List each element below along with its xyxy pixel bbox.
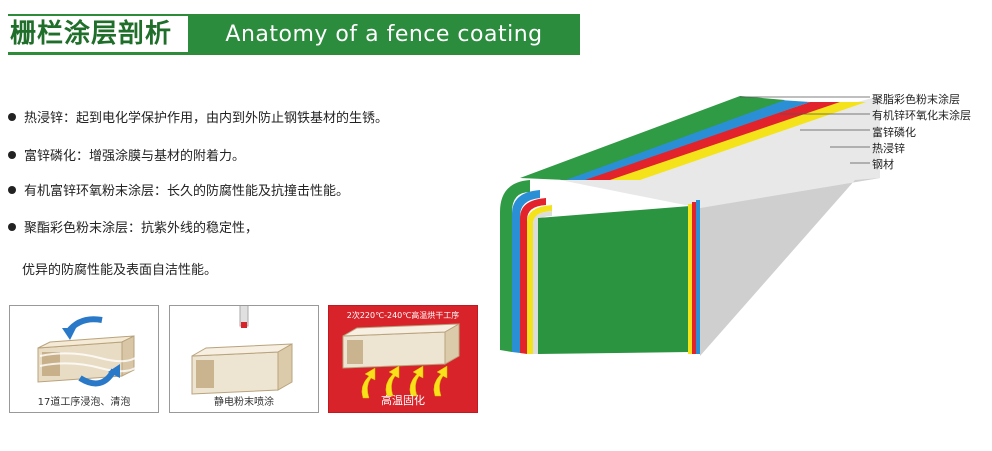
bullet-dot-icon [8,113,16,121]
bullet-zinc-phosphate: 富锌磷化：增强涂膜与基材的附着力。 [8,148,245,166]
page-title-english: Anatomy of a fence coating [225,21,543,47]
steel-edge [533,211,552,354]
header-top-rule [8,14,580,16]
panel-caption: 高温固化 [381,394,425,407]
steel-front-face [700,178,880,356]
inner-phosphate-stripe [692,202,696,354]
inner-green-face [538,206,690,354]
phosphate-band [580,102,840,180]
spraying-illustration [191,306,293,395]
page-title-chinese: 栅栏涂层剖析 [10,19,173,49]
process-panel-curing: 2次220℃-240℃高温烘干工序 高温固化 [328,305,478,413]
bullet-continuation: 优异的防腐性能及表面自洁性能。 [22,263,218,278]
polyester-edge [500,180,530,352]
page-title-banner: Anatomy of a fence coating [188,16,580,52]
panel-caption: 17道工序浸泡、清泡 [37,397,131,408]
layer-label-phosphate: 富锌磷化 [872,126,916,139]
phosphate-edge [520,198,546,354]
bullet-dot-icon [8,151,16,159]
polyester-band [520,96,785,180]
epoxy-edge [512,190,540,353]
process-panel-spraying: 静电粉末喷涂 [169,305,319,413]
epoxy-band [560,100,810,180]
bullet-dot-icon [8,223,16,231]
bullet-polyester-coating: 聚酯彩色粉末涂层：抗紫外线的稳定性， [8,220,258,238]
galvanized-band [600,102,866,180]
inner-epoxy-stripe [696,200,700,354]
layer-label-steel: 钢材 [872,158,894,171]
process-panel-dipping: 17道工序浸泡、清泡 [9,305,159,413]
panel-caption: 静电粉末喷涂 [214,397,274,408]
panel-top-caption: 2次220℃-240℃高温烘干工序 [346,311,460,320]
bullet-dot-icon [8,186,16,194]
layer-label-polyester: 聚脂彩色粉末涂层 [872,93,960,106]
layer-label-galvanized: 热浸锌 [872,142,905,155]
bullet-hot-dip-zinc: 热浸锌：起到电化学保护作用，由内到外防止钢铁基材的生锈。 [8,110,388,128]
galvanized-edge [527,205,552,354]
inner-galvanized-stripe [688,204,692,354]
dipping-illustration [37,316,141,387]
steel-top-face [560,96,880,208]
layer-label-epoxy: 有机锌环氧化末涂层 [872,109,971,122]
curing-illustration [342,323,460,399]
header-bottom-rule [8,52,580,55]
bullet-epoxy-coating: 有机富锌环氧粉末涂层：长久的防腐性能及抗撞击性能。 [8,183,349,201]
